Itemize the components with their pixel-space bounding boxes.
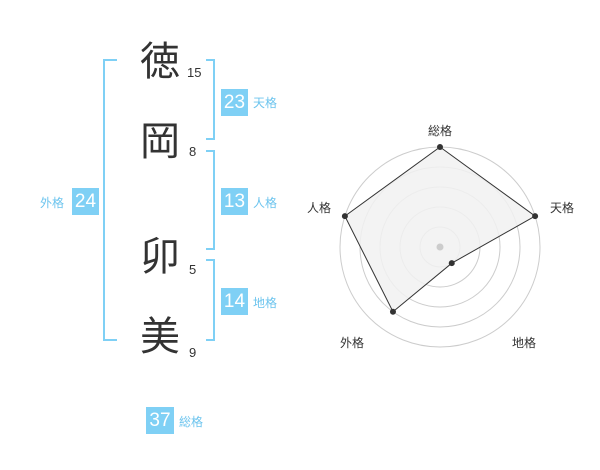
- stroke-count-3: 5: [189, 262, 197, 277]
- radar-axis-label-chikaku: 地格: [512, 336, 537, 350]
- stroke-count-1: 15: [187, 65, 202, 80]
- chikaku-label: 地格: [253, 296, 278, 310]
- radar-point-4: [389, 308, 396, 315]
- radar-point-2: [532, 213, 539, 220]
- stroke-count-4: 9: [189, 345, 197, 360]
- radar-point-3: [448, 260, 455, 267]
- chikaku-value: 14: [221, 288, 248, 315]
- name-char-3: 卯: [140, 234, 180, 280]
- chikaku-bracket: [206, 259, 215, 341]
- name-char-1: 徳: [140, 39, 180, 85]
- radar-center-dot: [436, 243, 444, 251]
- jinkaku-value: 13: [221, 188, 248, 215]
- soukaku-label: 総格: [179, 415, 204, 429]
- gaikaku-value: 24: [72, 188, 99, 215]
- jinkaku-label: 人格: [253, 196, 278, 210]
- radar-axis-label-jinkaku: 人格: [307, 201, 332, 215]
- gaikaku-bracket: [103, 59, 117, 341]
- tenkaku-label: 天格: [253, 96, 278, 110]
- radar-axis-label-soukaku: 総格: [428, 124, 453, 138]
- name-char-2: 岡: [140, 119, 180, 165]
- soukaku-value: 37: [146, 407, 174, 434]
- tenkaku-bracket: [206, 59, 215, 140]
- radar-point-5: [341, 213, 348, 220]
- tenkaku-value: 23: [221, 89, 248, 116]
- name-char-4: 美: [140, 314, 180, 360]
- radar-point-1: [437, 144, 443, 150]
- gaikaku-label: 外格: [40, 196, 65, 210]
- jinkaku-bracket: [206, 150, 215, 250]
- radar-axis-label-tenkaku: 天格: [550, 201, 575, 215]
- stroke-count-2: 8: [189, 144, 197, 159]
- radar-axis-label-gaikaku: 外格: [340, 336, 365, 350]
- radar-data-area: [344, 146, 537, 313]
